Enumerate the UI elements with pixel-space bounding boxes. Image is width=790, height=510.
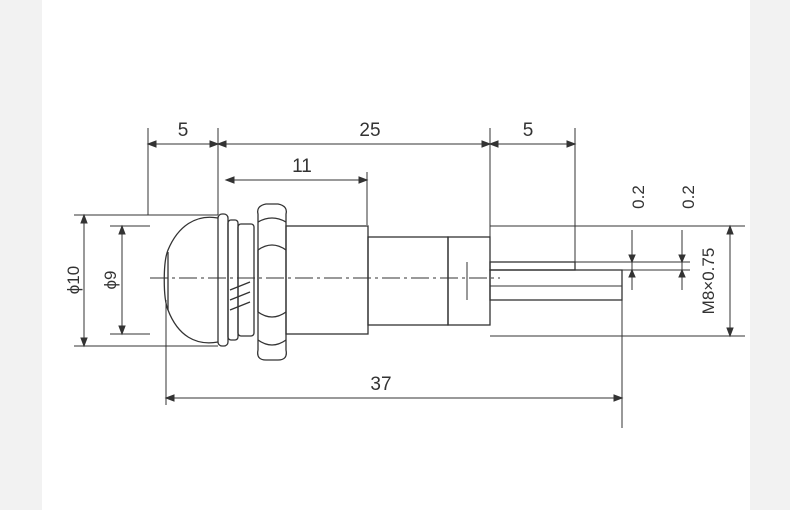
extension-lines xyxy=(147,128,683,428)
body xyxy=(285,225,491,335)
dim-pin-thickness-1: 0.2 xyxy=(629,185,648,209)
dim-body-length: 25 xyxy=(359,120,380,141)
dim-total-length: 37 xyxy=(370,374,391,395)
dim-thread-spec: M8×0.75 xyxy=(699,248,718,315)
dim-nut-to-body: 11 xyxy=(292,156,312,177)
pins xyxy=(489,261,623,301)
dim-outer-diameter: ϕ10 xyxy=(64,266,83,294)
dim-head-length: 5 xyxy=(178,120,189,141)
hex-nut xyxy=(257,203,287,361)
dim-inner-diameter: ϕ9 xyxy=(101,271,120,290)
flange xyxy=(217,213,255,347)
extension-lines-horizontal xyxy=(74,214,745,347)
dim-pin-length: 5 xyxy=(523,120,534,141)
dim-pin-thickness-2: 0.2 xyxy=(679,185,698,209)
lens-dome xyxy=(163,216,219,344)
dimension-lines xyxy=(80,140,734,402)
